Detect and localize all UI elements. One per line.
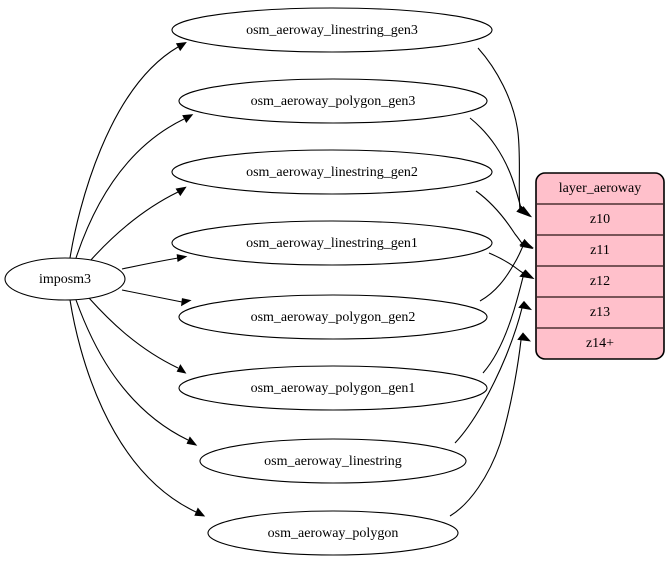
edge-imposm3-to-linestring [75,299,189,441]
edge-polygon-to-z14 [449,339,522,517]
node-osm-aeroway-polygon-gen2[interactable]: osm_aeroway_polygon_gen2 [178,294,488,340]
node-imposm3-shape[interactable] [4,257,126,301]
layer-aeroway-row-header: layer_aeroway [559,181,641,196]
edges-source-to-tables [69,41,206,517]
node-osm-aeroway-polygon-gen2-label: osm_aeroway_polygon_gen2 [251,310,416,325]
node-osm-aeroway-polygon-label: osm_aeroway_polygon [268,526,399,541]
node-osm-aeroway-linestring-gen3[interactable]: osm_aeroway_linestring_gen3 [171,7,493,53]
layer-aeroway-row-z13[interactable]: z13 [590,305,610,320]
edge-imposm3-to-linestring-gen3 [69,46,179,259]
arrowhead-z14 [517,332,531,342]
node-osm-aeroway-linestring-gen3-shape[interactable] [171,7,493,53]
edge-imposm3-to-linestring-gen2 [89,191,179,262]
edge-linestring-gen3-to-z10 [477,47,521,211]
node-osm-aeroway-polygon-gen2-shape[interactable] [178,294,488,340]
node-osm-aeroway-polygon[interactable]: osm_aeroway_polygon [207,510,459,556]
arrowhead-z11-b [519,239,534,249]
node-osm-aeroway-linestring-gen2[interactable]: osm_aeroway_linestring_gen2 [171,149,493,195]
node-osm-aeroway-polygon-gen3-label: osm_aeroway_polygon_gen3 [251,94,416,109]
arrowhead-z10-b [518,206,533,218]
node-osm-aeroway-polygon-shape[interactable] [207,510,459,556]
arrowhead-linestring-gen1 [176,254,188,263]
arrowhead-z13 [518,300,533,311]
layer-aeroway-row-z10[interactable]: z10 [590,212,610,227]
arrowhead-linestring-gen3 [175,41,187,52]
arrowhead-linestring-gen2 [175,186,187,197]
node-osm-aeroway-linestring-gen1-shape[interactable] [171,220,493,266]
arrowhead-polygon-gen1 [176,364,187,374]
edges-tables-to-layer [449,47,535,517]
edge-polygon-gen3-to-z10 [469,117,523,212]
layer-aeroway-row-z14plus[interactable]: z14+ [586,336,614,351]
arrowhead-linestring [186,436,198,446]
edge-imposm3-to-polygon-gen3 [75,118,185,259]
edge-imposm3-to-linestring-gen1 [121,257,179,270]
node-osm-aeroway-polygon-gen3-shape[interactable] [178,78,488,124]
edge-linestring-gen2-to-z11 [475,190,524,245]
layer-aeroway-row-z12[interactable]: z12 [590,274,610,289]
edge-imposm3-to-polygon-gen1 [88,297,179,369]
node-osm-aeroway-linestring-label: osm_aeroway_linestring [264,454,402,469]
edge-polygon-gen1-to-z12 [482,276,524,374]
node-osm-aeroway-linestring-gen2-label: osm_aeroway_linestring_gen2 [246,165,418,180]
arrowhead-z12-b [519,269,534,279]
arrowhead-polygon-gen2 [181,298,192,307]
node-osm-aeroway-linestring-gen1-label: osm_aeroway_linestring_gen1 [246,236,418,251]
node-osm-aeroway-polygon-gen3[interactable]: osm_aeroway_polygon_gen3 [178,78,488,124]
node-osm-aeroway-linestring-shape[interactable] [199,438,467,484]
node-osm-aeroway-linestring[interactable]: osm_aeroway_linestring [199,438,467,484]
edge-linestring-to-z13 [454,307,523,444]
node-osm-aeroway-linestring-gen2-shape[interactable] [171,149,493,195]
node-imposm3[interactable]: imposm3 [4,257,126,301]
node-osm-aeroway-polygon-gen1-shape[interactable] [178,365,488,411]
node-imposm3-label: imposm3 [39,272,91,287]
node-osm-aeroway-polygon-gen1[interactable]: osm_aeroway_polygon_gen1 [178,365,488,411]
edge-imposm3-to-polygon-gen2 [121,289,183,303]
node-osm-aeroway-polygon-gen1-label: osm_aeroway_polygon_gen1 [251,381,416,396]
node-layer-aeroway-table[interactable]: layer_aeroway z10 z11 z12 z13 z14+ [535,172,665,360]
arrowhead-polygon [194,507,206,517]
node-osm-aeroway-linestring-gen3-label: osm_aeroway_linestring_gen3 [246,23,418,38]
arrowhead-polygon-gen3 [182,114,194,124]
layer-aeroway-row-z11[interactable]: z11 [590,243,610,258]
node-osm-aeroway-linestring-gen1[interactable]: osm_aeroway_linestring_gen1 [171,220,493,266]
edge-imposm3-to-polygon [69,299,197,513]
edge-polygon-gen2-to-z11 [479,245,524,302]
